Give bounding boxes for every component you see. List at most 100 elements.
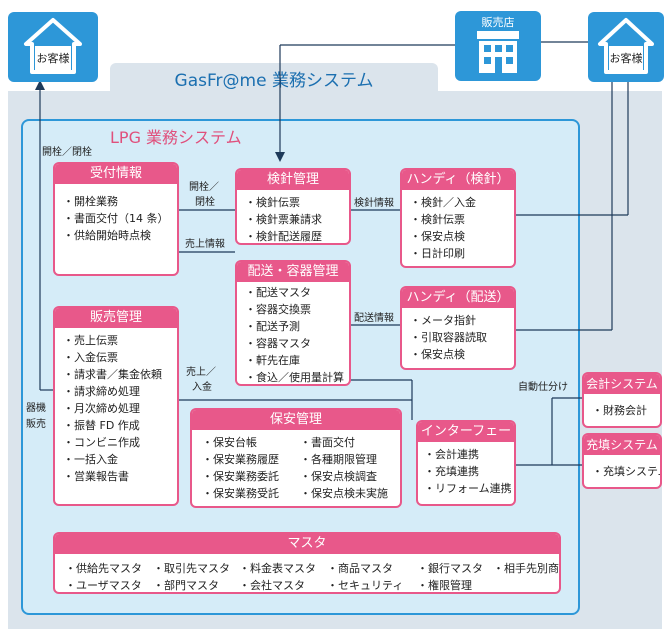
label-kenshin-joho: 検針情報 xyxy=(354,198,394,209)
label-haiso-joho: 配送情報 xyxy=(354,313,394,324)
building-icon xyxy=(477,31,519,73)
handy-haiso-item: メータ指針 xyxy=(410,312,514,329)
hoan-item: 保安台帳 xyxy=(202,434,300,451)
jutten-box: 充填システム 充填システム xyxy=(582,433,662,489)
master-item: 部門マスタ xyxy=(153,577,239,592)
interface-box: インターフェース 会計連携 充填連携 リフォーム連携 xyxy=(416,420,516,506)
arrow-down-icon xyxy=(275,152,285,162)
kenshin-box: 検針管理 検針伝票 検針票兼請求 検針配送履歴 xyxy=(235,168,351,245)
hoan-item: 保安業務受託 xyxy=(202,485,300,502)
hoan-item: 保安点検未実施 xyxy=(300,485,400,502)
hanbai-item: 営業報告書 xyxy=(63,468,177,485)
hoan-item: 保安業務委託 xyxy=(202,468,300,485)
handy-haiso-box: ハンディ（配送） メータ指針 引取容器読取 保安点検 xyxy=(400,286,516,370)
hanbai-item: 一括入金 xyxy=(63,451,177,468)
label-uriage-joho: 売上情報 xyxy=(185,239,225,250)
hanbai-item: 売上伝票 xyxy=(63,332,177,349)
uketsuke-item: 書面交付（14 条） xyxy=(63,210,177,227)
kenshin-item: 検針伝票 xyxy=(245,194,349,211)
label-hanbai: 販売 xyxy=(26,419,46,430)
hoan-title: 保安管理 xyxy=(192,410,400,430)
customer-right: お客様 xyxy=(588,12,664,82)
label-kaisen-heisen: 開栓／閉栓 xyxy=(42,147,92,158)
master-title: マスタ xyxy=(55,534,559,554)
hanbai-title: 販売管理 xyxy=(55,308,177,328)
master-item: 商品マスタ xyxy=(327,560,417,577)
master-item: 取引先マスタ xyxy=(153,560,239,577)
arrow-up-icon xyxy=(35,80,45,90)
hanbai-item: 請求書／集金依頼 xyxy=(63,366,177,383)
master-item: 料金表マスタ xyxy=(239,560,327,577)
label-jido: 自動仕分け xyxy=(518,382,568,393)
master-item: 供給先マスタ xyxy=(65,560,153,577)
haiso-item: 容器交換票 xyxy=(245,301,349,318)
handy-kenshin-item: 保安点検 xyxy=(410,228,514,245)
interface-item: 充填連携 xyxy=(424,463,514,480)
handy-haiso-item: 保安点検 xyxy=(410,346,514,363)
label-heisen: 閉栓 xyxy=(195,197,215,208)
handy-kenshin-item: 日計印刷 xyxy=(410,245,514,262)
master-item: 銀行マスタ xyxy=(417,560,493,577)
handy-haiso-item: 引取容器読取 xyxy=(410,329,514,346)
label-kiki: 器機 xyxy=(26,403,46,414)
hanbai-item: 請求締め処理 xyxy=(63,383,177,400)
kenshin-title: 検針管理 xyxy=(237,170,349,190)
master-box: マスタ 供給先マスタ 取引先マスタ 料金表マスタ 商品マスタ 銀行マスタ 相手先… xyxy=(53,532,561,594)
hanbai-item: 振替 FD 作成 xyxy=(63,417,177,434)
interface-item: リフォーム連携 xyxy=(424,480,514,497)
kaikei-item: 財務会計 xyxy=(584,394,660,418)
haiso-item: 軒先在庫 xyxy=(245,352,349,369)
kaikei-title: 会計システム xyxy=(584,374,660,394)
label-nyukin: 入金 xyxy=(192,382,212,393)
uketsuke-box: 受付情報 開栓業務 書面交付（14 条） 供給開始時点検 xyxy=(53,162,179,276)
handy-kenshin-item: 検針伝票 xyxy=(410,211,514,228)
lpg-system-title: LPG 業務システム xyxy=(110,128,242,147)
label-uriage: 売上／ xyxy=(186,367,216,378)
master-item: 権限管理 xyxy=(417,577,493,592)
customer-left-label: お客様 xyxy=(36,52,70,65)
uketsuke-item: 開栓業務 xyxy=(63,193,177,210)
kenshin-item: 検針配送履歴 xyxy=(245,228,349,243)
hoan-item: 書面交付 xyxy=(300,434,400,451)
kaikei-box: 会計システム 財務会計 xyxy=(582,372,662,428)
handy-haiso-title: ハンディ（配送） xyxy=(402,288,514,308)
label-kaisen: 開栓／ xyxy=(189,182,219,193)
interface-title: インターフェース xyxy=(418,422,514,459)
handy-kenshin-box: ハンディ（検針） 検針／入金 検針伝票 保安点検 日計印刷 xyxy=(400,168,516,268)
hoan-item: 各種期限管理 xyxy=(300,451,400,468)
hanbai-item: 月次締め処理 xyxy=(63,400,177,417)
customer-right-label: お客様 xyxy=(609,52,643,65)
hanbai-item: 入金伝票 xyxy=(63,349,177,366)
shop-label: 販売店 xyxy=(481,16,515,29)
haiso-item: 配送マスタ xyxy=(245,284,349,301)
master-item: 会社マスタ xyxy=(239,577,327,592)
uketsuke-item: 供給開始時点検 xyxy=(63,227,177,244)
customer-left: お客様 xyxy=(8,12,98,82)
house-icon xyxy=(24,18,82,74)
kenshin-item: 検針票兼請求 xyxy=(245,211,349,228)
uketsuke-title: 受付情報 xyxy=(55,164,177,184)
haiso-item: 容器マスタ xyxy=(245,335,349,352)
gasframe-system-tab xyxy=(110,63,438,93)
hoan-item: 保安点検調査 xyxy=(300,468,400,485)
haiso-item: 配送予測 xyxy=(245,318,349,335)
house-icon xyxy=(598,18,654,74)
gasframe-system-title: GasFr@me 業務システム xyxy=(174,71,374,91)
hoan-box: 保安管理 保安台帳 書面交付 保安業務履歴 各種期限管理 保安業務委託 保安点検… xyxy=(190,408,402,508)
jutten-title: 充填システム xyxy=(584,435,660,455)
shop: 販売店 xyxy=(455,11,541,81)
jutten-item: 充填システム xyxy=(584,455,660,479)
haiso-box: 配送・容器管理 配送マスタ 容器交換票 配送予測 容器マスタ 軒先在庫 食込／使… xyxy=(235,260,351,386)
haiso-title: 配送・容器管理 xyxy=(237,262,349,282)
haiso-item: 食込／使用量計算 xyxy=(245,369,349,384)
hoan-item: 保安業務履歴 xyxy=(202,451,300,468)
interface-item: 会計連携 xyxy=(424,446,514,463)
master-item: セキュリティ xyxy=(327,577,417,592)
hanbai-item: コンビニ作成 xyxy=(63,434,177,451)
master-item: ユーザマスタ xyxy=(65,577,153,592)
handy-kenshin-title: ハンディ（検針） xyxy=(402,170,514,190)
handy-kenshin-item: 検針／入金 xyxy=(410,194,514,211)
master-item: 相手先別商品 xyxy=(493,560,559,577)
hanbai-box: 販売管理 売上伝票 入金伝票 請求書／集金依頼 請求締め処理 月次締め処理 振替… xyxy=(53,306,179,506)
